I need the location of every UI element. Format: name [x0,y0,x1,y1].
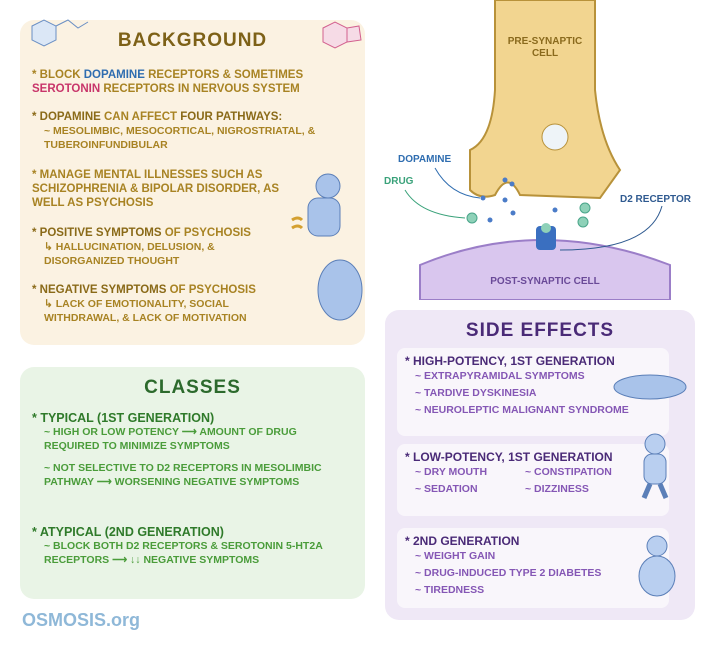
person-dizzy-icon [641,433,669,499]
d2-receptor-label: D2 RECEPTOR [620,194,692,205]
background-title: BACKGROUND [117,30,268,51]
list-item: ~ HIGH or LOW POTENCY ⟶ AMOUNT of DRUG R… [44,426,297,452]
side-effects-panel: SIDE EFFECTS * HIGH-POTENCY, 1st GENERAT… [385,310,695,620]
dopamine-molecules [480,177,558,223]
second-generation-card: * 2nd GENERATION ~ WEIGHT GAIN ~ DRUG-IN… [397,528,669,608]
bullet-mental-illnesses: * MANAGE MENTAL ILLNESSES SUCH as SCHIZO… [32,169,280,209]
atypical-heading: * ATYPICAL (2nd GENERATION) [32,525,224,539]
background-panel: BACKGROUND * BLOCK DOPAMINE RECEPTORS & … [20,19,365,345]
list-item: ~ NOT SELECTIVE TO D2 RECEPTORS in MESOL… [44,462,322,488]
pre-synaptic-label-2: CELL [532,48,558,59]
list-item: ~ BLOCK BOTH D2 RECEPTORS & SEROTONIN 5-… [44,540,323,566]
list-item: ~ DRUG-INDUCED TYPE 2 DIABETES [415,567,602,579]
classes-title: CLASSES [144,377,241,398]
classes-panel: CLASSES * TYPICAL (1st GENERATION) ~ HIG… [20,367,365,599]
typical-section: * TYPICAL (1st GENERATION) ~ HIGH or LOW… [32,411,362,489]
list-item: ~ NEUROLEPTIC MALIGNANT SYNDROME [415,404,629,416]
list-item: ~ TARDIVE DYSKINESIA [415,387,537,399]
list-item: ~ DRY MOUTH [415,466,488,478]
list-item: ~ CONSTIPATION [525,466,612,478]
person-weight-gain-icon [638,535,676,597]
pre-synaptic-label: PRE-SYNAPTIC [508,36,582,47]
list-item: ~ DIZZINESS [525,483,589,495]
list-item: ~ TIREDNESS [415,584,485,596]
person-curled-up-icon [317,259,363,321]
card-heading: * 2nd GENERATION [405,534,520,548]
synapse-diagram: PRE-SYNAPTIC CELL POST-SYNAPTIC CELL DOP… [384,0,692,300]
dopamine-molecule-icon [31,19,89,47]
d2-receptor-icon [536,226,556,250]
osmosis-logo: OSMOSIS.org [22,610,141,630]
bullet-pathways: * DOPAMINE can AFFECT FOUR PATHWAYS:~ ME… [32,111,316,151]
person-stomach-pain-icon [291,173,341,237]
bullet-negative-symptoms: * NEGATIVE SYMPTOMS of PSYCHOSIS↳ LACK o… [32,284,256,324]
drug-molecules [466,202,591,228]
drug-molecule [541,223,551,233]
atypical-section: * ATYPICAL (2nd GENERATION) ~ BLOCK BOTH… [32,525,362,567]
low-potency-card: * LOW-POTENCY, 1st GENERATION ~ DRY MOUT… [397,444,669,516]
serotonin-molecule-icon [322,21,362,49]
drug-label: DRUG [384,176,414,187]
vesicle-icon [541,123,569,151]
card-heading: * LOW-POTENCY, 1st GENERATION [405,450,613,464]
card-heading: * HIGH-POTENCY, 1st GENERATION [405,354,615,368]
list-item: ~ WEIGHT GAIN [415,550,496,562]
person-lying-icon [613,374,687,400]
post-synaptic-cell [419,239,671,300]
post-synaptic-label: POST-SYNAPTIC CELL [490,276,599,287]
side-effects-title: SIDE EFFECTS [465,320,615,341]
list-item: ~ SEDATION [415,483,478,495]
bullet-positive-symptoms: * POSITIVE SYMPTOMS of PSYCHOSIS↳ HALLUC… [32,227,251,267]
list-item: ~ EXTRAPYRAMIDAL SYMPTOMS [415,370,585,382]
typical-heading: * TYPICAL (1st GENERATION) [32,411,215,425]
pre-synaptic-cell [469,0,622,200]
dopamine-label: DOPAMINE [398,154,451,165]
bullet-block-receptors: * BLOCK DOPAMINE RECEPTORS & SOMETIMES S… [32,69,304,95]
